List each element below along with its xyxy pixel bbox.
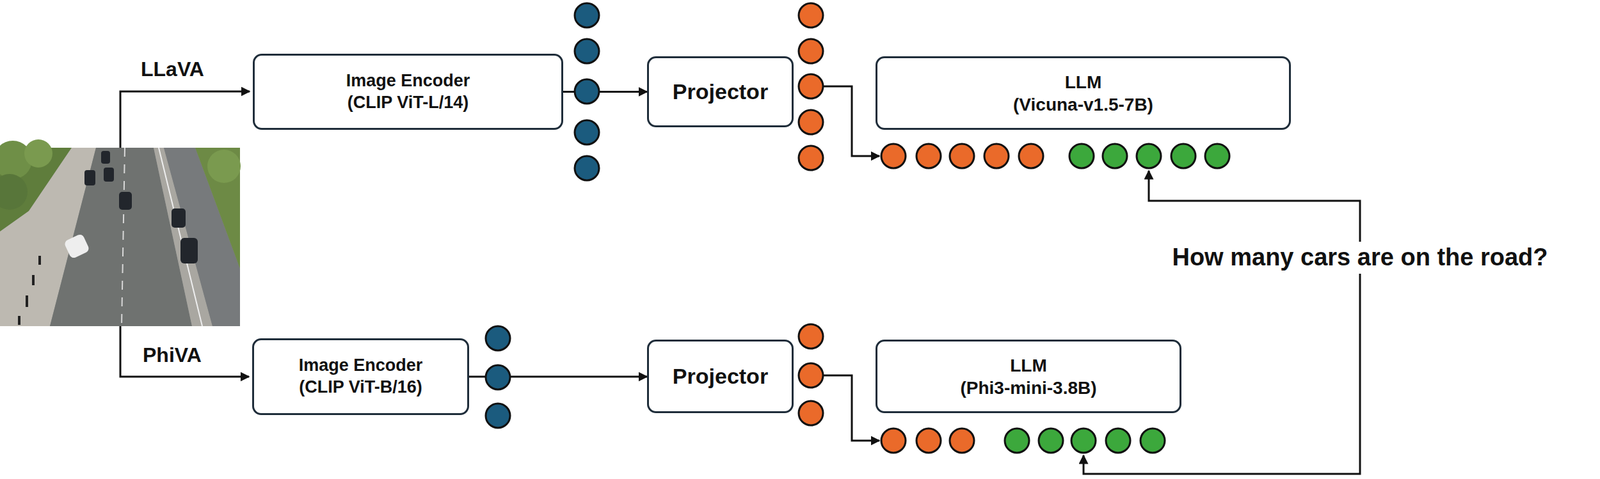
wire	[823, 375, 880, 441]
wire	[1148, 170, 1360, 242]
process-box: Projector	[647, 339, 794, 414]
process-box: Image Encoder(CLIP ViT-L/14)	[252, 53, 564, 130]
process-box: LLM(Vicuna-v1.5-7B)	[875, 56, 1291, 130]
box-subtitle: (Vicuna-v1.5-7B)	[1013, 93, 1154, 116]
model-name: LLaVA	[136, 55, 208, 83]
wire	[120, 326, 249, 377]
box-subtitle: (CLIP ViT-L/14)	[347, 92, 470, 114]
model-name: PhiVA	[138, 341, 206, 369]
box-title: Image Encoder	[346, 70, 471, 93]
wire	[120, 86, 1360, 475]
wire	[120, 91, 250, 148]
box-title: Projector	[672, 362, 768, 391]
box-title: LLM	[1009, 354, 1048, 377]
box-title: Projector	[672, 78, 768, 106]
process-box: LLM(Phi3-mini-3.8B)	[875, 339, 1182, 414]
box-title: Image Encoder	[298, 355, 424, 377]
box-title: LLM	[1064, 71, 1103, 94]
road-photo	[0, 139, 241, 327]
wire	[823, 86, 880, 157]
box-subtitle: (CLIP ViT-B/16)	[298, 376, 423, 399]
process-box: Projector	[647, 56, 794, 128]
box-subtitle: (Phi3-mini-3.8B)	[960, 376, 1097, 400]
process-box: Image Encoder(CLIP ViT-B/16)	[252, 338, 470, 416]
question-text: How many cars are on the road?	[1168, 241, 1552, 274]
